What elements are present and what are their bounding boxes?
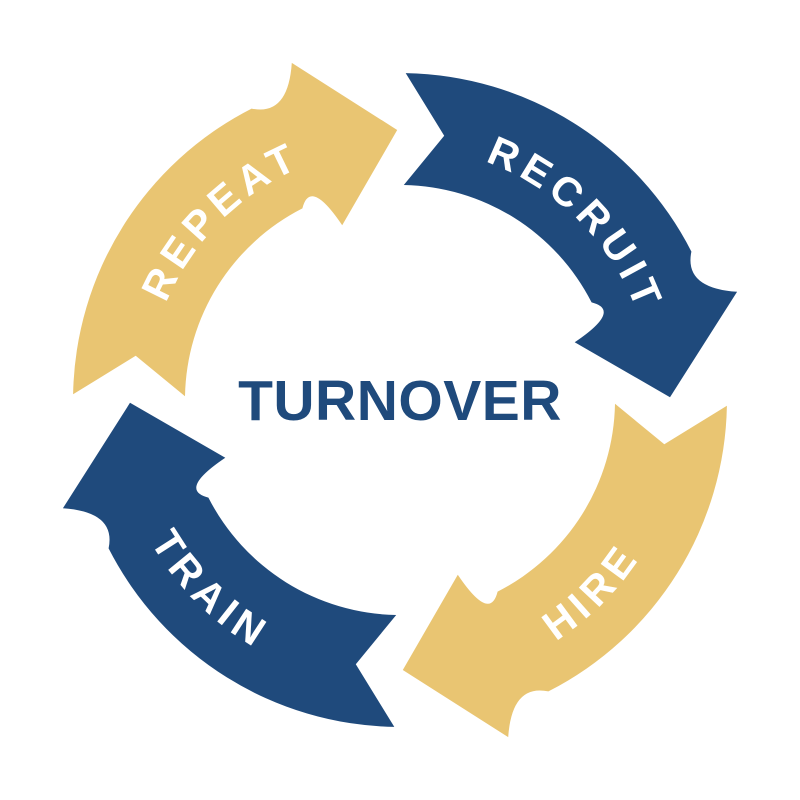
hire-arrow — [402, 403, 727, 738]
recruit-arrow — [403, 73, 738, 398]
cycle-title: TURNOVER — [238, 369, 562, 433]
train-arrow — [62, 402, 397, 727]
repeat-arrow — [73, 62, 398, 397]
